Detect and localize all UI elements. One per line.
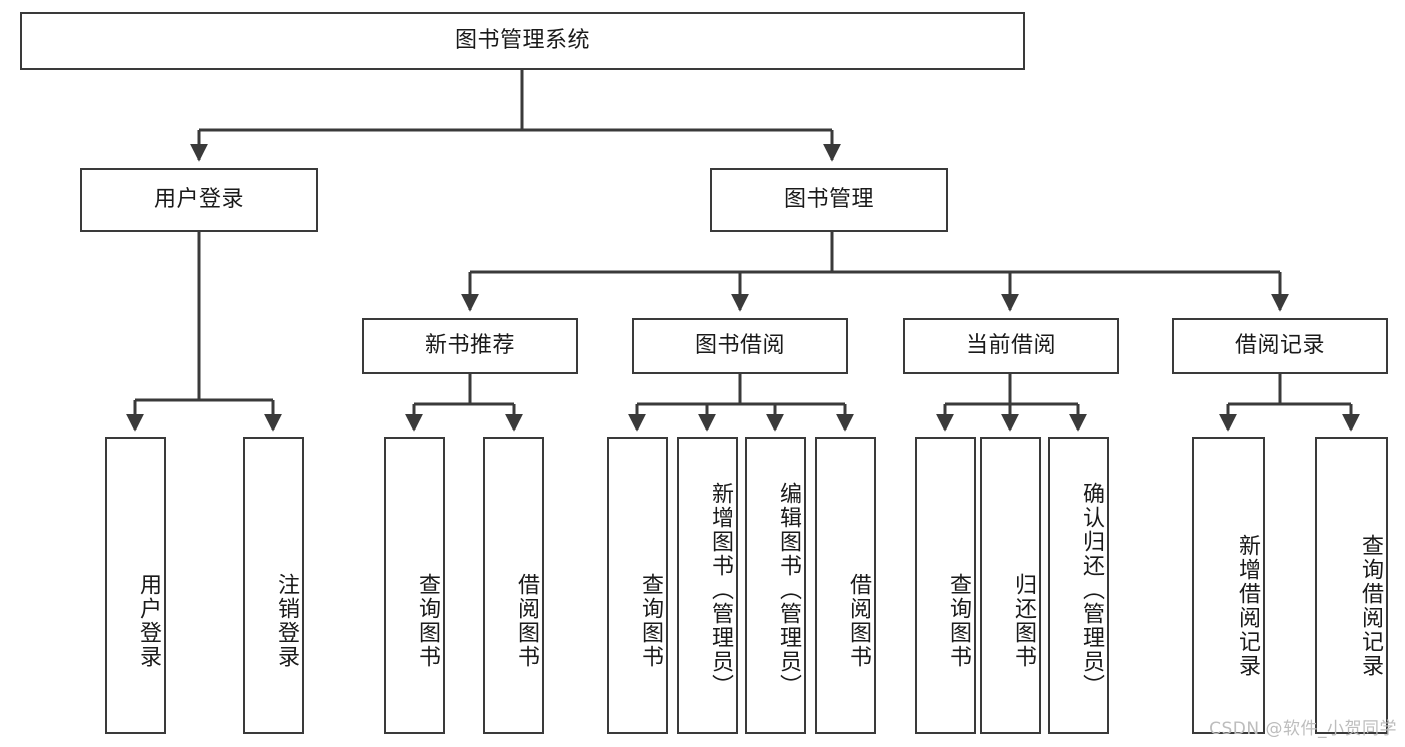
leaf-add-borrow-record[interactable]: 新增借阅记录 [1192, 437, 1265, 734]
leaf-user-login[interactable]: 用户登录 [105, 437, 166, 734]
node-label: 借阅图书 [514, 572, 539, 669]
node-label: 查询图书 [946, 572, 971, 669]
node-label: 图书管理 [783, 186, 874, 212]
leaf-query-borrow-record[interactable]: 查询借阅记录 [1315, 437, 1388, 734]
node-label: 归还图书 [1011, 572, 1036, 669]
node-label: 新书推荐 [424, 332, 515, 358]
node-label: 借阅图书 [846, 572, 871, 669]
node-label: 新增借阅记录 [1235, 533, 1260, 678]
node-label: 查询图书 [638, 572, 663, 669]
node-borrow-record[interactable]: 借阅记录 [1172, 318, 1388, 374]
leaf-query-book-recommend[interactable]: 查询图书 [384, 437, 445, 734]
node-label: 查询借阅记录 [1358, 533, 1383, 678]
node-label: 新增图书（管理员） [708, 481, 733, 698]
node-label: 确认归还（管理员） [1079, 481, 1104, 698]
node-label: 当前借阅 [965, 332, 1056, 358]
leaf-logout-login[interactable]: 注销登录 [243, 437, 304, 734]
node-book-management[interactable]: 图书管理 [710, 168, 948, 232]
leaf-confirm-return[interactable]: 确认归还（管理员） [1048, 437, 1109, 734]
watermark: CSDN @软件_小贺同学 [1209, 719, 1397, 739]
node-label: 用户登录 [136, 572, 161, 669]
node-label: 注销登录 [274, 572, 299, 669]
leaf-borrow-book-recommend[interactable]: 借阅图书 [483, 437, 544, 734]
leaf-add-book[interactable]: 新增图书（管理员） [677, 437, 738, 734]
node-label: 查询图书 [415, 572, 440, 669]
node-book-management-system[interactable]: 图书管理系统 [20, 12, 1025, 70]
node-label: 借阅记录 [1234, 332, 1325, 358]
node-label: 用户登录 [153, 186, 244, 212]
node-user-login[interactable]: 用户登录 [80, 168, 318, 232]
leaf-edit-book[interactable]: 编辑图书（管理员） [745, 437, 806, 734]
node-book-borrow[interactable]: 图书借阅 [632, 318, 848, 374]
leaf-return-book[interactable]: 归还图书 [980, 437, 1041, 734]
node-label: 图书借阅 [694, 332, 785, 358]
leaf-query-book-borrow[interactable]: 查询图书 [607, 437, 668, 734]
leaf-query-book-current[interactable]: 查询图书 [915, 437, 976, 734]
leaf-borrow-book[interactable]: 借阅图书 [815, 437, 876, 734]
node-new-book-recommend[interactable]: 新书推荐 [362, 318, 578, 374]
node-label: 图书管理系统 [454, 27, 590, 53]
node-label: 编辑图书（管理员） [776, 481, 801, 698]
node-current-borrow[interactable]: 当前借阅 [903, 318, 1119, 374]
